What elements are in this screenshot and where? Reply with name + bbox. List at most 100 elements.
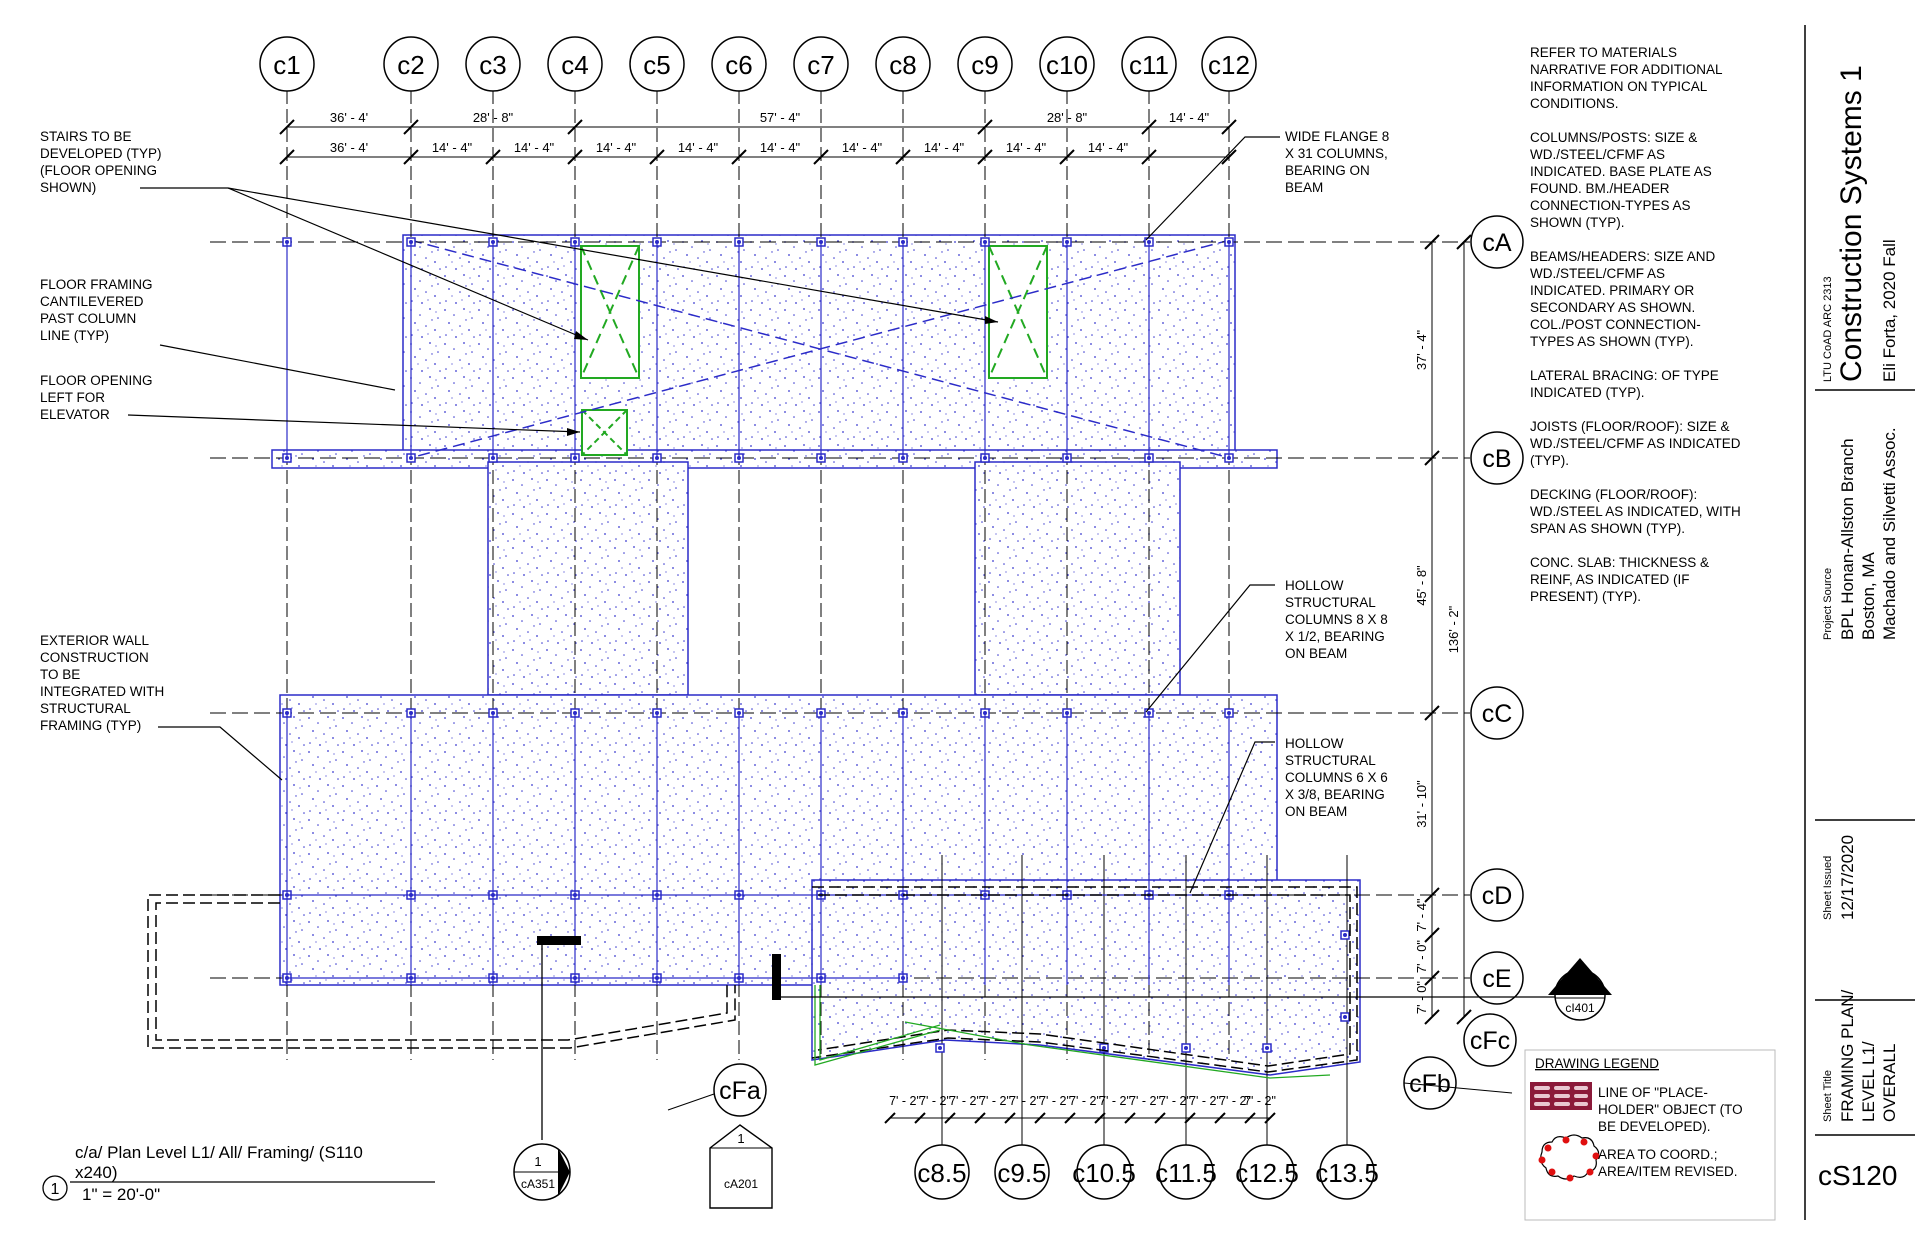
general-note: CONC. SLAB: THICKNESS & REINF, AS INDICA… <box>1530 555 1710 604</box>
grid-label-c12: c12 <box>1208 50 1250 80</box>
grid-bubble-c11.5 <box>1158 1144 1214 1200</box>
grid-bubble-c8.5 <box>914 1144 970 1200</box>
stairs-note: STAIRS TO BE DEVELOPED (TYP) (FLOOR OPEN… <box>40 129 162 195</box>
dimension-label: 36' - 4' <box>330 110 368 125</box>
grid-label-c9.5: c9.5 <box>997 1158 1046 1188</box>
general-note: REFER TO MATERIALS NARRATIVE FOR ADDITIO… <box>1530 45 1723 111</box>
view-name: x240) <box>75 1163 118 1182</box>
drawing-legend: DRAWING LEGEND <box>1524 1049 1776 1221</box>
sheet-title-line-1: FRAMING PLAN/ <box>1838 989 1857 1122</box>
dimension-label: 14' - 4" <box>1169 110 1210 125</box>
section-tag-number: 1 <box>534 1154 541 1169</box>
grid-bubble-c2 <box>383 36 439 92</box>
grid-bubble-c6 <box>711 36 767 92</box>
exterior-wall-note: EXTERIOR WALL CONSTRUCTION TO BE INTEGRA… <box>40 633 165 733</box>
sheet-number: cS120 <box>1818 1160 1898 1191</box>
grid-label-cFa: cFa <box>719 1077 761 1105</box>
grid-label-c2: c2 <box>397 50 424 80</box>
grid-bubble-cFa <box>713 1063 767 1117</box>
project-source-line-3: Machado and Silvetti Assoc. <box>1880 427 1899 640</box>
grid-label-c13.5: c13.5 <box>1315 1158 1379 1188</box>
grid-label-cE: cE <box>1482 965 1511 993</box>
grid-bubble-c9 <box>957 36 1013 92</box>
floor-slab <box>271 234 1361 1076</box>
author-label: Eli Forta, 2020 Fall <box>1880 239 1899 382</box>
green-beam-run <box>814 985 1331 1079</box>
sheet-issued-date: 12/17/2020 <box>1838 834 1857 920</box>
sheet-issued-label: Sheet Issued <box>1822 855 1834 920</box>
grid-bubble-c10.5 <box>1076 1144 1132 1200</box>
dimension-label: 7' - 2" <box>979 1094 1011 1108</box>
dimension-label: 7' - 4" <box>1414 898 1429 931</box>
legend-title: DRAWING LEGEND <box>1535 1056 1659 1071</box>
dimension-label: 14' - 4" <box>514 140 555 155</box>
grid-bubble-c12.5 <box>1239 1144 1295 1200</box>
project-title: Construction Systems 1 <box>1835 65 1868 382</box>
course-label: LTU CoAD ARC 2313 <box>1822 276 1834 382</box>
dimension-label: 28' - 8" <box>473 110 514 125</box>
grid-label-c5: c5 <box>643 50 670 80</box>
dimension-label: 37' - 4" <box>1414 329 1429 370</box>
dimension-label: 7' - 2" <box>1159 1094 1191 1108</box>
grid-label-cD: cD <box>1482 882 1513 910</box>
dimension-label: 7' - 2" <box>1244 1094 1276 1108</box>
dimension-label: 7' - 2" <box>1129 1094 1161 1108</box>
section-tag-ci401: 1 cI401 <box>780 958 1612 1021</box>
building-footprint <box>147 886 1358 1073</box>
grid-bubble-c8 <box>875 36 931 92</box>
columns <box>282 237 1350 1053</box>
placeholder-bar <box>537 936 581 945</box>
general-note: COLUMNS/POSTS: SIZE & WD./STEEL/CFMF AS … <box>1530 130 1712 230</box>
grid-label-c11: c11 <box>1129 50 1169 80</box>
dimension-label: 14' - 4" <box>596 140 637 155</box>
dimension-label: 7' - 2" <box>949 1094 981 1108</box>
grid-bubble-c3 <box>465 36 521 92</box>
grid-label-cFc: cFc <box>1470 1027 1510 1055</box>
sheet-title-line-2: LEVEL L1/ <box>1859 1041 1878 1122</box>
grid-label-c1: c1 <box>273 50 300 80</box>
dimension-label: 31' - 10" <box>1414 780 1429 828</box>
grid-label-c6: c6 <box>725 50 752 80</box>
grid-bubble-c10 <box>1039 36 1095 92</box>
view-title: 1 c/a/ Plan Level L1/ All/ Framing/ (S11… <box>42 1143 435 1204</box>
view-number: 1 <box>51 1181 60 1198</box>
project-source-line-1: BPL Honan-Allston Branch <box>1838 438 1857 640</box>
section-tag-number: 1 <box>1576 978 1583 993</box>
grid-label-c10.5: c10.5 <box>1072 1158 1136 1188</box>
title-block-frame <box>1804 25 1915 1220</box>
general-notes: REFER TO MATERIALS NARRATIVE FOR ADDITIO… <box>1530 44 1780 622</box>
dimension-label: 14' - 4" <box>1088 140 1129 155</box>
dimension-label: 7' - 2" <box>919 1094 951 1108</box>
hss-8-note: HOLLOW STRUCTURAL COLUMNS 8 X 8 X 1/2, B… <box>1285 578 1388 661</box>
legend-revised-label: AREA TO COORD.; AREA/ITEM REVISED. <box>1598 1147 1738 1179</box>
grid-label-c8.5: c8.5 <box>917 1158 966 1188</box>
grid-bubble-cC <box>1470 686 1524 740</box>
dimension-label: 7' - 2" <box>1099 1094 1131 1108</box>
dimension-label: 7' - 2" <box>1219 1094 1251 1108</box>
grid-label-cC: cC <box>1482 700 1513 728</box>
grid-label-c7: c7 <box>807 50 834 80</box>
sheet-title-label: Sheet Title <box>1822 1070 1834 1122</box>
floor-openings <box>580 245 1048 456</box>
grid-bubble-c9.5 <box>994 1144 1050 1200</box>
section-tag-number: 1 <box>737 1131 744 1146</box>
grid-label-c4: c4 <box>561 50 588 80</box>
grid-label-c12.5: c12.5 <box>1235 1158 1299 1188</box>
section-tag-reference: cA201 <box>724 1177 758 1191</box>
grid-label-c3: c3 <box>479 50 506 80</box>
view-name: c/a/ Plan Level L1/ All/ Framing/ (S110 <box>75 1143 363 1162</box>
dimension-label: 7' - 2" <box>1189 1094 1221 1108</box>
grid-label-c9: c9 <box>971 50 998 80</box>
hss-6-note: HOLLOW STRUCTURAL COLUMNS 6 X 6 X 3/8, B… <box>1285 736 1388 819</box>
grid-bubble-c1 <box>259 36 315 92</box>
section-tag-ca351: 1 cA351 <box>513 945 571 1201</box>
grid-bubble-c4 <box>547 36 603 92</box>
dimension-strings: 36' - 4'28' - 8"57' - 4"28' - 8"14' - 4"… <box>279 110 1472 1124</box>
dimension-label: 14' - 4" <box>760 140 801 155</box>
leader-lines <box>127 136 1280 894</box>
project-source-label: Project Source <box>1822 567 1834 640</box>
grid-bubble-cFc <box>1463 1013 1517 1067</box>
grid-bubble-c13.5 <box>1319 1144 1375 1200</box>
